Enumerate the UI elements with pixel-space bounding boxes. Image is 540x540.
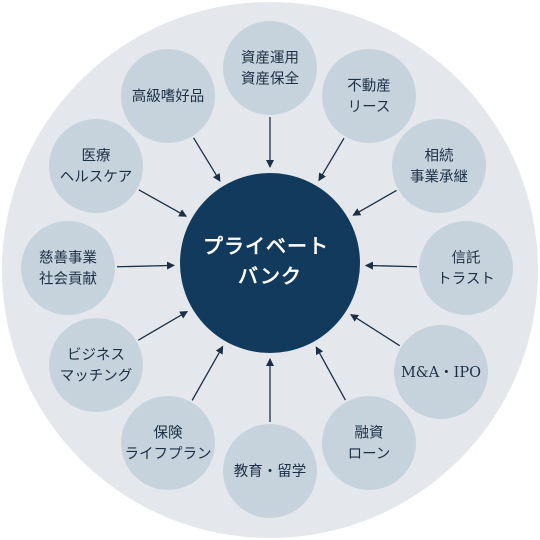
node-circle-succession <box>392 119 486 213</box>
node-label-insurance-lifeplan: 保険ライフプラン <box>125 425 212 463</box>
node-label-philanthropy-social: 慈善事業社会貢献 <box>39 250 97 288</box>
node-label-line: 資産運用 <box>241 50 299 67</box>
node-circle-real-estate-lease <box>322 49 416 143</box>
node-label-ma-ipo: M&A・IPO <box>401 365 481 381</box>
node-label-line: 医療 <box>82 148 111 165</box>
node-real-estate-lease: 不動産リース <box>322 49 416 143</box>
node-label-business-matching: ビジネスマッチング <box>60 347 133 385</box>
node-philanthropy-social: 慈善事業社会貢献 <box>21 221 115 315</box>
node-trust: 信託トラスト <box>419 221 513 315</box>
node-label-line: ライフプラン <box>125 446 212 463</box>
center-node: プライベート バンク <box>180 173 360 353</box>
node-circle-philanthropy-social <box>21 221 115 315</box>
node-label-asset-management: 資産運用資産保全 <box>241 50 299 88</box>
arrow-real-estate-lease <box>318 137 345 182</box>
node-label-line: トラスト <box>437 272 495 288</box>
node-label-line: 相続 <box>425 148 454 165</box>
node-education-study-abroad: 教育・留学 <box>223 424 317 518</box>
node-label-line: ローン <box>348 447 391 463</box>
arrow-philanthropy-social <box>116 261 176 270</box>
node-label-trust: 信託トラスト <box>437 250 495 288</box>
node-luxury-goods: 高級嗜好品 <box>121 49 215 143</box>
node-label-line: M&A・IPO <box>401 365 481 381</box>
node-label-succession: 相続事業承継 <box>410 148 468 186</box>
arrows-layer <box>116 117 418 422</box>
node-circle-medical-healthcare <box>49 119 143 213</box>
center-label: プライベート バンク <box>203 234 337 288</box>
node-financing-loan: 融資ローン <box>322 396 416 490</box>
node-circle-asset-management <box>223 21 317 115</box>
node-label-line: 保険 <box>154 425 183 442</box>
node-circle-education-study-abroad <box>223 424 317 518</box>
node-label-line: 資産保全 <box>241 70 299 88</box>
node-label-line: 融資 <box>355 425 384 442</box>
node-label-real-estate-lease: 不動産リース <box>347 78 391 116</box>
node-label-line: 教育・留学 <box>234 463 307 480</box>
node-insurance-lifeplan: 保険ライフプラン <box>121 396 215 490</box>
node-circle-business-matching <box>49 318 143 412</box>
node-label-line: 不動産 <box>347 78 391 95</box>
node-label-education-study-abroad: 教育・留学 <box>234 463 307 480</box>
node-ma-ipo: M&A・IPO <box>394 325 488 419</box>
node-label-line: 事業承継 <box>410 169 468 186</box>
node-business-matching: ビジネスマッチング <box>49 318 143 412</box>
node-label-line: リース <box>348 100 391 116</box>
node-label-line: 高級嗜好品 <box>132 88 205 105</box>
nodes-layer: 資産運用資産保全不動産リース相続事業承継信託トラストM&A・IPO融資ローン教育… <box>21 21 513 518</box>
node-label-luxury-goods: 高級嗜好品 <box>132 88 205 105</box>
node-label-line: ビジネス <box>67 347 125 364</box>
center-circle <box>180 173 360 353</box>
arrow-business-matching <box>137 310 189 341</box>
node-circle-insurance-lifeplan <box>121 396 215 490</box>
arrow-financing-loan <box>315 346 346 401</box>
arrow-luxury-goods <box>192 137 221 182</box>
arrow-insurance-lifeplan <box>191 345 224 401</box>
node-label-line: ヘルスケア <box>60 169 133 186</box>
node-circle-trust <box>419 221 513 315</box>
node-circle-financing-loan <box>322 396 416 490</box>
center-label-line-1: プライベート <box>203 234 329 258</box>
node-circle-luxury-goods <box>121 49 215 143</box>
node-label-line: 慈善事業 <box>39 250 97 267</box>
arrow-trust <box>364 261 418 270</box>
node-label-line: 信託 <box>452 250 481 267</box>
node-label-financing-loan: 融資ローン <box>348 425 391 463</box>
arrow-succession <box>352 189 397 216</box>
center-label-line-2: バンク <box>238 264 302 288</box>
node-medical-healthcare: 医療ヘルスケア <box>49 119 143 213</box>
node-label-line: 社会貢献 <box>39 271 97 288</box>
node-label-line: マッチング <box>60 368 133 385</box>
node-asset-management: 資産運用資産保全 <box>223 21 317 115</box>
node-label-medical-healthcare: 医療ヘルスケア <box>60 148 133 186</box>
arrow-ma-ipo <box>350 314 401 347</box>
arrow-medical-healthcare <box>138 189 188 217</box>
node-succession: 相続事業承継 <box>392 119 486 213</box>
node-circle-ma-ipo <box>394 325 488 419</box>
